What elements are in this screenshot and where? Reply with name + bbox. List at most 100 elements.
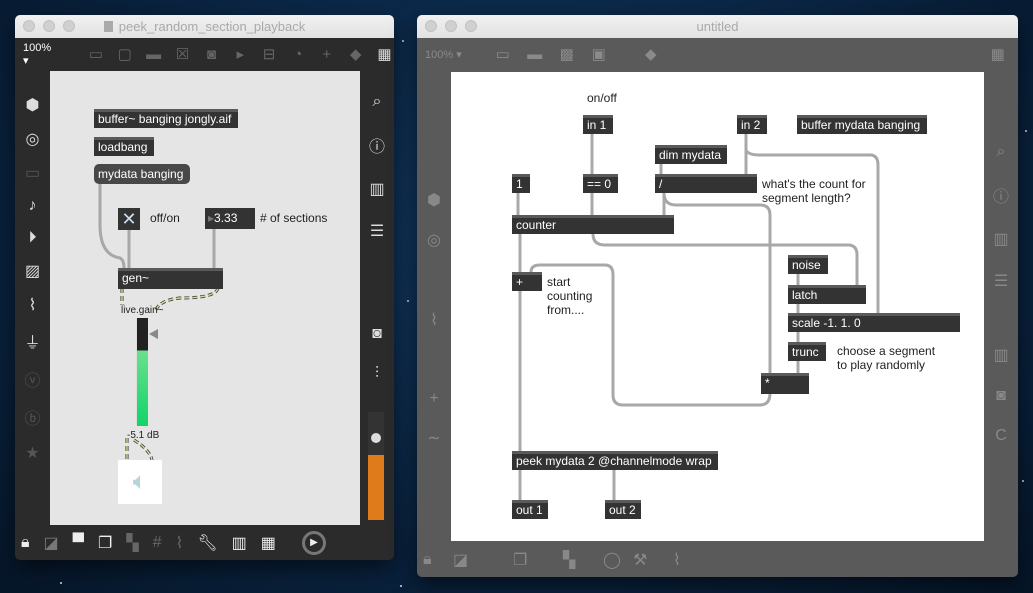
cube-icon[interactable]: ⬢: [25, 97, 40, 114]
peek-object[interactable]: peek mydata 2 @channelmode wrap: [512, 451, 718, 470]
paperclip-icon[interactable]: ⌇: [28, 297, 37, 314]
counter-object[interactable]: counter: [512, 215, 674, 234]
paint-bucket-icon[interactable]: ◆: [349, 46, 362, 63]
multiply-object[interactable]: *: [761, 373, 809, 394]
list-icon[interactable]: ☰: [369, 223, 385, 240]
zoom-button[interactable]: [63, 20, 75, 32]
dim-object[interactable]: dim mydata: [655, 145, 727, 164]
grid-icon[interactable]: ▦: [990, 46, 1005, 63]
attach-icon[interactable]: ⌇: [673, 551, 681, 569]
minimize-button[interactable]: [445, 20, 457, 32]
patcher-icon[interactable]: ▩: [559, 46, 574, 63]
wrench-icon[interactable]: 🔧︎: [197, 534, 218, 552]
book-icon[interactable]: ▥: [369, 181, 385, 198]
book-icon[interactable]: ▥: [993, 231, 1009, 248]
edit-icon[interactable]: ◪: [453, 551, 469, 569]
hide-icon[interactable]: ▚: [563, 551, 576, 569]
tilde-icon[interactable]: ∼: [427, 430, 441, 447]
vizzie-icon[interactable]: ⓥ: [24, 373, 41, 390]
number-box[interactable]: ▸3.33: [205, 208, 255, 229]
buffer-object[interactable]: buffer mydata banging: [797, 115, 927, 134]
zoom-menu[interactable]: 100% ▾: [23, 41, 52, 67]
piano-icon[interactable]: ▥: [231, 534, 247, 552]
inlet-2-object[interactable]: in 2: [737, 115, 767, 134]
plus-icon[interactable]: +: [322, 45, 332, 63]
buffer-object[interactable]: buffer~ banging jongly.aif: [94, 109, 238, 128]
codebox-icon[interactable]: ▣: [591, 46, 606, 63]
info-icon[interactable]: ⓘ: [368, 139, 385, 156]
lock-icon[interactable]: 🔒︎: [21, 533, 30, 551]
target-icon[interactable]: ◎: [25, 131, 40, 148]
edit-icon[interactable]: ◪: [43, 534, 59, 552]
divide-object[interactable]: /: [655, 174, 757, 193]
trunc-object[interactable]: trunc: [788, 342, 826, 361]
paint-bucket-icon[interactable]: ◆: [644, 46, 657, 63]
play-icon[interactable]: ⏵: [28, 229, 37, 246]
image-icon[interactable]: ▨: [24, 263, 41, 280]
info-icon[interactable]: ⓘ: [992, 189, 1009, 206]
plus-object[interactable]: +: [512, 272, 542, 291]
paperclip-icon[interactable]: ⌇: [430, 312, 438, 329]
search-icon[interactable]: ⌕: [372, 93, 382, 110]
live-gain-slider[interactable]: [136, 318, 148, 426]
bar-icon[interactable]: ▭: [24, 165, 41, 182]
grid-icon[interactable]: #: [152, 533, 162, 551]
number-icon[interactable]: ▸: [236, 46, 244, 63]
star-icon[interactable]: ★: [25, 445, 40, 462]
comment-icon[interactable]: ▬: [146, 45, 162, 63]
toggle-icon[interactable]: ☒: [175, 46, 190, 63]
loadbang-object[interactable]: loadbang: [94, 137, 154, 156]
scale-object[interactable]: scale -1. 1. 0: [788, 313, 960, 332]
close-button[interactable]: [425, 20, 437, 32]
book-icon[interactable]: ▥: [993, 347, 1009, 364]
attach-icon[interactable]: ⌇: [175, 534, 184, 552]
keyboard-icon[interactable]: ▦: [260, 534, 276, 552]
presentation-icon[interactable]: ▭: [88, 46, 103, 63]
outlet-2-object[interactable]: out 2: [605, 500, 641, 519]
camera-icon[interactable]: ◙: [996, 387, 1006, 404]
inlet-1-object[interactable]: in 1: [583, 115, 613, 134]
message-box[interactable]: mydata banging: [94, 164, 190, 184]
noise-object[interactable]: noise: [788, 255, 828, 274]
close-button[interactable]: [23, 20, 35, 32]
grid-icon[interactable]: ▦: [377, 46, 392, 63]
lock-icon[interactable]: 🔒︎: [423, 550, 432, 568]
hammer-icon[interactable]: ⚒: [633, 551, 648, 569]
circle-icon[interactable]: ◯: [603, 551, 621, 569]
mixer-icon[interactable]: ⫶: [374, 365, 379, 382]
target-icon[interactable]: ◎: [427, 232, 441, 249]
dial-icon[interactable]: ◔: [293, 45, 303, 63]
ezdac-speaker[interactable]: 🔈︎: [118, 460, 162, 504]
note-icon[interactable]: ♪: [28, 197, 37, 214]
button-icon[interactable]: ◙: [206, 45, 216, 63]
gen-object[interactable]: gen~: [118, 268, 223, 289]
master-level-meter[interactable]: [368, 412, 384, 520]
equals-zero-object[interactable]: == 0: [583, 174, 618, 193]
cube-icon[interactable]: ⬢: [427, 192, 441, 209]
title-bar[interactable]: peek_random_section_playback: [15, 15, 394, 38]
minimize-button[interactable]: [43, 20, 55, 32]
list-icon[interactable]: ☰: [993, 273, 1009, 290]
windows-icon[interactable]: ❐: [97, 534, 113, 552]
presentation-icon[interactable]: ▀: [72, 533, 84, 551]
slider-icon[interactable]: ⊟: [262, 46, 276, 63]
camera-icon[interactable]: ◙: [372, 325, 382, 342]
beap-icon[interactable]: ⓑ: [24, 411, 41, 428]
patcher-canvas[interactable]: [451, 72, 984, 541]
outlet-1-object[interactable]: out 1: [512, 500, 548, 519]
windows-icon[interactable]: ❐: [513, 551, 528, 569]
latch-object[interactable]: latch: [788, 285, 866, 304]
presentation-icon[interactable]: ▭: [495, 46, 510, 63]
plus-icon[interactable]: +: [429, 390, 439, 407]
c-icon[interactable]: C: [995, 427, 1007, 444]
search-icon[interactable]: ⌕: [996, 143, 1006, 160]
hide-icon[interactable]: ▚: [126, 534, 139, 552]
gain-handle-icon[interactable]: [149, 329, 158, 339]
zoom-menu[interactable]: 100% ▾: [425, 48, 462, 61]
int-1-object[interactable]: 1: [512, 174, 530, 193]
code-icon[interactable]: ▢: [117, 46, 132, 63]
title-bar[interactable]: untitled: [417, 15, 1018, 38]
audio-play-icon[interactable]: ▶: [301, 530, 326, 555]
comment-icon[interactable]: ▬: [527, 45, 543, 63]
plug-icon[interactable]: ⏚: [24, 335, 41, 352]
